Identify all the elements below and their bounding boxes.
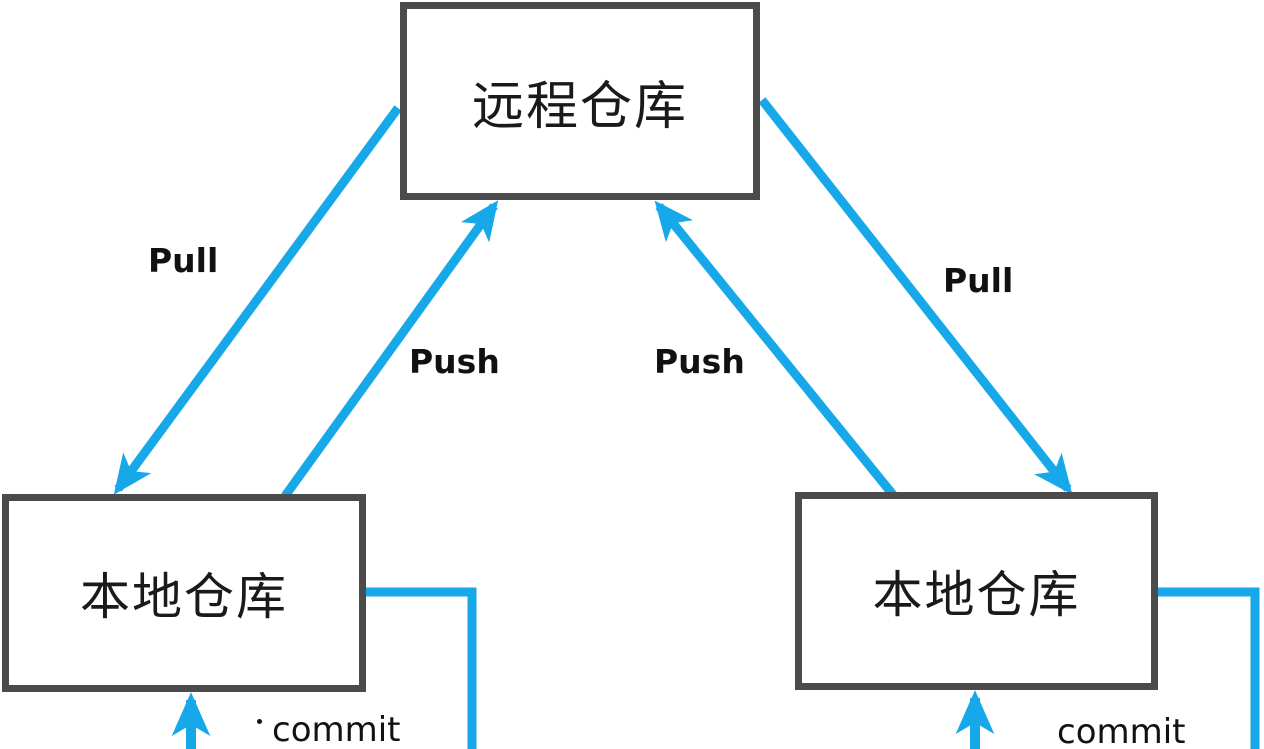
edge-pull-right bbox=[758, 97, 1073, 495]
edge-pull-left bbox=[113, 105, 402, 495]
node-remote-repository-label: 远程仓库 bbox=[471, 78, 688, 136]
edge-label-push-right: Push bbox=[654, 342, 745, 381]
node-remote-repository[interactable]: 远程仓库 bbox=[400, 2, 760, 200]
node-local-repository-right[interactable]: 本地仓库 bbox=[795, 492, 1158, 690]
edge-label-pull-left: Pull bbox=[148, 241, 219, 280]
edge-label-push-left: Push bbox=[409, 342, 500, 381]
node-local-repository-left[interactable]: 本地仓库 bbox=[2, 494, 366, 692]
edge-label-commit-right: commit bbox=[1057, 712, 1186, 749]
edge-label-pull-right: Pull bbox=[943, 261, 1014, 300]
node-local-repository-left-label: 本地仓库 bbox=[80, 569, 288, 625]
edge-label-commit-left: commit bbox=[272, 710, 401, 749]
commit-bullet-icon bbox=[257, 719, 262, 724]
node-local-repository-right-label: 本地仓库 bbox=[872, 567, 1081, 623]
